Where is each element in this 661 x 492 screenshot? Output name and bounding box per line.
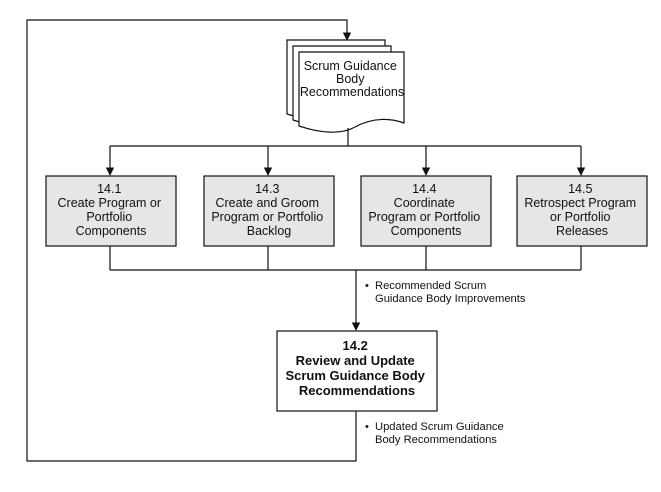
process-label-line: 14.1 — [97, 182, 121, 196]
process-label-line: 14.3 — [255, 182, 279, 196]
process-label-line: Coordinate — [394, 196, 455, 210]
process-label-line: Create and Groom — [215, 196, 319, 210]
annotation-line: Recommended Scrum — [375, 280, 486, 292]
process-box-14-3 — [203, 175, 335, 247]
document-label: Scrum Guidance Body Recommendations — [300, 59, 404, 99]
review-box-14-2 — [276, 330, 438, 412]
process-label-14-5: 14.5 Retrospect Program or Portfolio Rel… — [524, 182, 639, 238]
improvements-annotation: Recommended Scrum Guidance Body Improvem… — [375, 280, 526, 305]
review-label-line: Review and Update — [296, 353, 415, 368]
process-label-line: Backlog — [247, 224, 292, 238]
process-label-line: 14.5 — [568, 182, 592, 196]
process-box-14-5 — [516, 175, 648, 247]
annotation-line: Updated Scrum Guidance — [375, 421, 504, 433]
process-label-line: Components — [391, 224, 462, 238]
process-label-line: Program or Portfolio — [368, 210, 480, 224]
process-box-14-1 — [45, 175, 177, 247]
updated-annotation: Updated Scrum Guidance Body Recommendati… — [375, 421, 507, 446]
process-label-line: Portfolio — [86, 210, 132, 224]
process-label-line: Retrospect Program — [524, 196, 636, 210]
feedback-loop-connector — [26, 19, 357, 462]
annotation-line: Body Recommendations — [375, 434, 497, 446]
review-label-line: 14.2 — [343, 338, 368, 353]
process-label-line: Components — [76, 224, 147, 238]
process-label-line: or Portfolio — [550, 210, 610, 224]
review-label-line: Scrum Guidance Body — [285, 368, 425, 383]
process-label-line: Create Program or — [58, 196, 162, 210]
process-label-line: 14.4 — [412, 182, 436, 196]
document-label-line: Body — [336, 72, 365, 86]
document-label-line: Recommendations — [300, 85, 404, 99]
document-stack — [286, 39, 405, 133]
updated-bullet: • — [365, 421, 369, 433]
process-label-14-3: 14.3 Create and Groom Program or Portfol… — [211, 182, 326, 238]
improvements-bullet: • — [365, 280, 369, 292]
process-label-14-4: 14.4 Coordinate Program or Portfolio Com… — [368, 182, 483, 238]
review-label-line: Recommendations — [299, 383, 415, 398]
annotation-line: Guidance Body Improvements — [375, 293, 526, 305]
process-label-line: Program or Portfolio — [211, 210, 323, 224]
review-label-14-2: 14.2 Review and Update Scrum Guidance Bo… — [285, 338, 428, 398]
process-label-14-1: 14.1 Create Program or Portfolio Compone… — [58, 182, 165, 238]
process-box-14-4 — [360, 175, 492, 247]
document-label-line: Scrum Guidance — [304, 59, 397, 73]
process-label-line: Releases — [556, 224, 608, 238]
